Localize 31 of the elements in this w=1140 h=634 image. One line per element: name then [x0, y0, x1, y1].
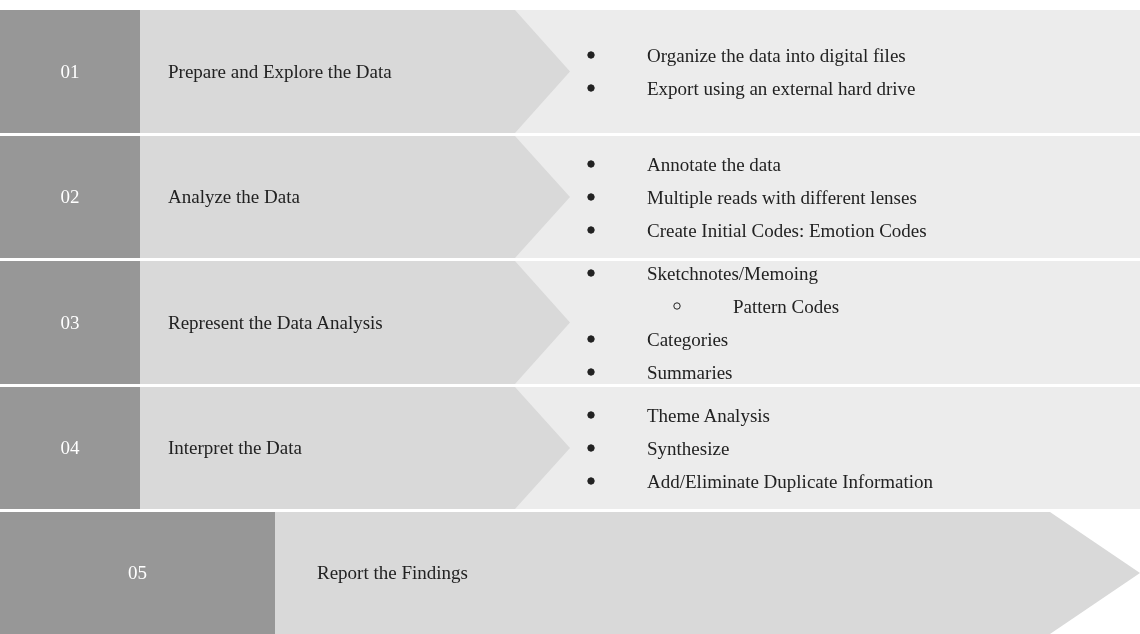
- step-number-box: 02: [0, 136, 140, 258]
- bullet-item: Sketchnotes/Memoing: [647, 261, 818, 286]
- step-title: Prepare and Explore the Data: [168, 60, 392, 83]
- step-number-box: 05: [0, 512, 275, 634]
- step-banner: [140, 261, 570, 384]
- bullet-panel: [515, 387, 1140, 509]
- step-number-box: 04: [0, 387, 140, 509]
- bullet-panel: [515, 10, 1140, 133]
- step-banner: [275, 512, 1140, 634]
- bullet-item: Organize the data into digital files: [647, 43, 906, 68]
- bullet-panel: [515, 136, 1140, 258]
- step-title: Analyze the Data: [168, 186, 300, 208]
- bullet-item: Pattern Codes: [733, 294, 840, 319]
- bullet-item: Multiple reads with different lenses: [647, 185, 917, 210]
- step-banner: [140, 136, 570, 258]
- bullet-item: Synthesize: [647, 436, 730, 461]
- bullet-item: Export using an external hard drive: [647, 76, 916, 101]
- step-number-box: 01: [0, 10, 140, 133]
- bullet-item: Summaries: [647, 360, 733, 385]
- step-title: Represent the Data Analysis: [168, 311, 383, 334]
- bullet-item: Theme Analysis: [647, 403, 770, 428]
- step-number-box: 03: [0, 261, 140, 384]
- bullet-item: Add/Eliminate Duplicate Information: [647, 469, 933, 494]
- bullet-item: Create Initial Codes: Emotion Codes: [647, 218, 927, 243]
- bullet-panel: [515, 261, 1140, 384]
- step-banner: [140, 10, 570, 133]
- step-title: Interpret the Data: [168, 437, 302, 459]
- step-banner: [140, 387, 570, 509]
- step-title: Report the Findings: [317, 562, 468, 584]
- bullet-item: Categories: [647, 327, 729, 352]
- bullet-item: Annotate the data: [647, 152, 781, 177]
